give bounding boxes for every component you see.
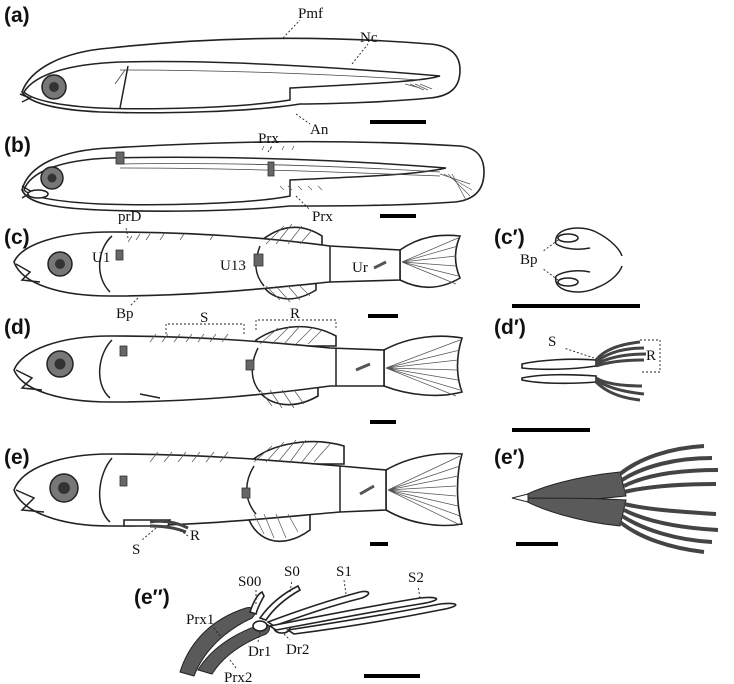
pelvic-girdle-lower	[520, 498, 626, 526]
panel-label-e-prime: (e′)	[494, 446, 525, 469]
label-bp-c: Bp	[116, 306, 134, 322]
vertebra-b13	[268, 162, 274, 176]
pelvic-rays-upper	[596, 342, 646, 366]
label-r-e: R	[190, 528, 200, 544]
label-dr1: Dr1	[248, 644, 271, 660]
vertebra-e1	[120, 476, 127, 486]
panel-a: (a) Pmf Nc An	[4, 4, 460, 138]
pelvic-girdle-upper	[520, 472, 626, 500]
panel-c-prime: (c′) Bp	[494, 226, 640, 306]
panel-label-e-double-prime: (e′′)	[134, 586, 170, 609]
panel-label-c: (c)	[4, 226, 30, 249]
panel-b: (b) Prx Prx	[4, 131, 484, 225]
panel-label-a: (a)	[4, 4, 30, 27]
label-prd: prD	[118, 209, 141, 225]
label-s00: S00	[238, 574, 261, 590]
eye-c	[48, 252, 72, 276]
label-prx-bottom: Prx	[312, 209, 333, 225]
panel-e-prime: (e′)	[494, 446, 718, 552]
label-prx-top: Prx	[258, 131, 279, 147]
panel-label-e: (e)	[4, 446, 30, 469]
label-u13: U13	[220, 258, 246, 274]
spine-s00	[250, 592, 264, 614]
label-r-dprime: R	[646, 348, 656, 364]
vertebra-u13	[254, 254, 263, 266]
label-ur: Ur	[352, 260, 368, 276]
label-r-d: R	[290, 306, 300, 322]
larva-a-fin-fold	[22, 38, 460, 112]
pelvic-rays-eprime-lower	[620, 504, 718, 552]
vertebra-b1	[116, 152, 124, 164]
label-s0: S0	[284, 564, 300, 580]
eye-a	[42, 75, 66, 99]
pelvic-rays-eprime-upper	[620, 446, 718, 492]
vertebra-d13	[246, 360, 254, 370]
label-s1: S1	[336, 564, 352, 580]
label-an: An	[310, 122, 329, 138]
label-bp-cprime: Bp	[520, 252, 538, 268]
label-prx1: Prx1	[186, 612, 214, 628]
panel-c: (c) prD U1 U13 Ur Bp	[4, 209, 460, 322]
panel-d-prime: (d′) S R	[494, 316, 660, 430]
label-s-dprime: S	[548, 334, 556, 350]
eye-b	[41, 167, 63, 189]
panel-e-double-prime: (e′′) S00 S0 S1 S2 Prx1 Prx2 Dr1 Dr2	[134, 564, 456, 684]
pelvic-bone-lower	[522, 375, 596, 384]
label-dr2: Dr2	[286, 642, 309, 658]
eye-e	[50, 474, 78, 502]
label-s-e: S	[132, 542, 140, 558]
vertebra-u1	[116, 250, 123, 260]
label-nc: Nc	[360, 30, 378, 46]
pelvic-rays-lower	[596, 378, 644, 400]
panel-label-d: (d)	[4, 316, 31, 339]
panel-label-d-prime: (d′)	[494, 316, 526, 339]
vertebra-e13	[242, 488, 250, 498]
panel-d: (d) S R	[4, 306, 462, 422]
eye-d	[47, 351, 73, 377]
label-s-d: S	[200, 310, 208, 326]
vertebra-d1	[120, 346, 127, 356]
label-s2: S2	[408, 570, 424, 586]
panel-e: (e) S R	[4, 440, 462, 558]
panel-label-c-prime: (c′)	[494, 226, 525, 249]
label-prx2: Prx2	[224, 670, 252, 684]
pelvic-bone-upper	[522, 359, 596, 369]
distal-radial-1	[253, 621, 267, 631]
panel-label-b: (b)	[4, 134, 31, 157]
label-u1: U1	[92, 250, 110, 266]
label-pmf: Pmf	[298, 6, 323, 22]
